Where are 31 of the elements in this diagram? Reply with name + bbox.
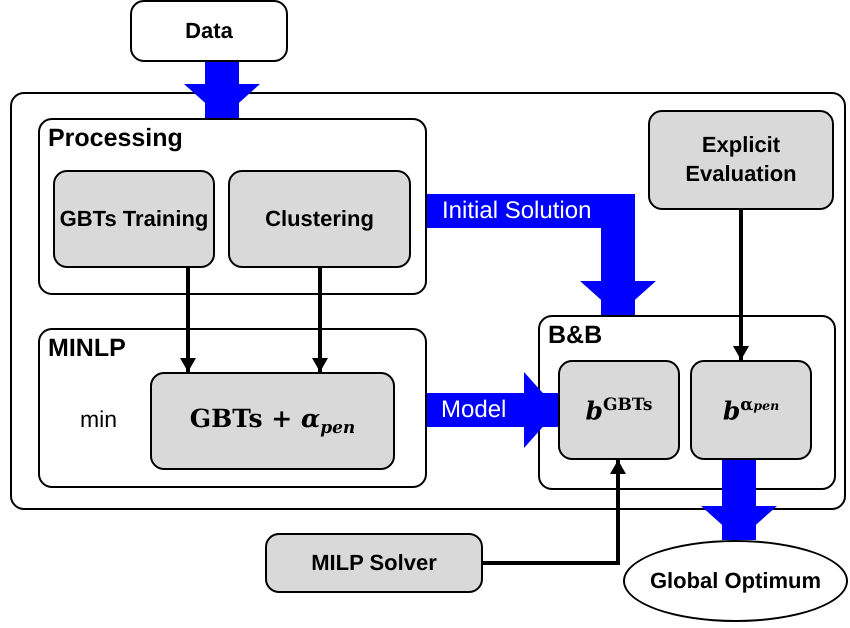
objective-box [150, 372, 395, 470]
math-expression: GBTs + α$_{pen}$ [190, 404, 356, 438]
node-label: Clustering [265, 204, 374, 233]
arrow [184, 62, 260, 118]
arrow [701, 460, 777, 540]
node-label: GBTs Training [60, 204, 208, 233]
objective-label: min [80, 406, 118, 433]
node-label: MILP Solver [311, 548, 437, 577]
processing-panel [38, 118, 427, 295]
minlp-panel [38, 328, 427, 488]
process-box [228, 170, 411, 268]
solver-box [265, 533, 483, 593]
arrow [427, 194, 656, 315]
panel-title: B&B [548, 321, 602, 350]
arrow [483, 460, 626, 565]
branch-and-bound-panel [538, 315, 836, 490]
node-label: Global Optimum [650, 566, 822, 595]
arrow [180, 268, 196, 372]
math-expression: b$^{GBTs}$ [585, 394, 653, 426]
bound-box [558, 360, 680, 460]
process-box [53, 170, 215, 268]
arrow [312, 268, 328, 372]
process-box [648, 110, 834, 210]
node-label: Data [185, 16, 233, 45]
node-label: Explicit Evaluation [684, 131, 798, 188]
box-shape [10, 92, 846, 510]
panel-title: Processing [48, 124, 183, 153]
arrow [733, 210, 749, 360]
bound-box [690, 360, 812, 460]
data-box [130, 0, 288, 62]
panel-title: MINLP [48, 334, 126, 363]
